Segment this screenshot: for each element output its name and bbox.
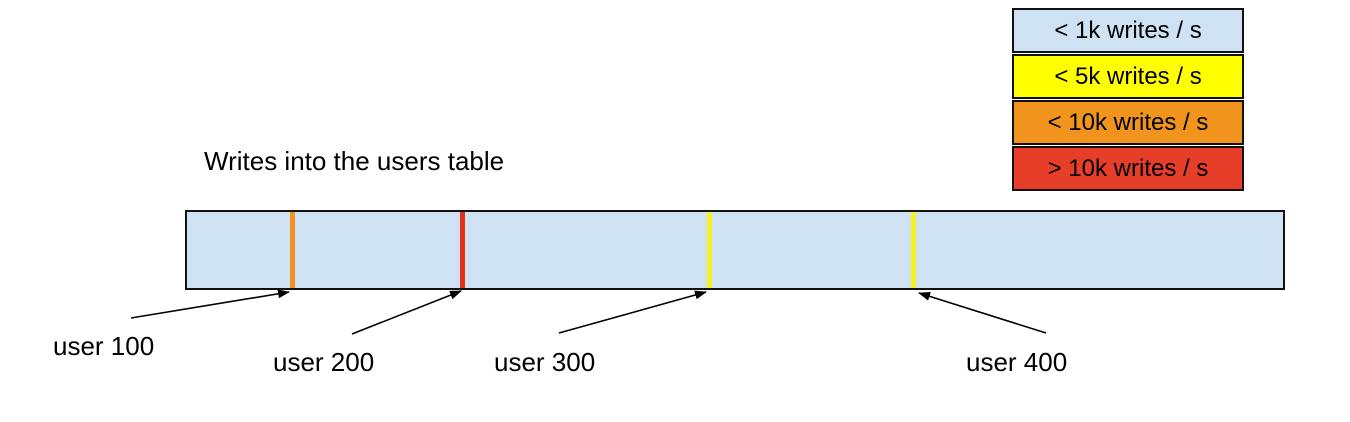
user-100-label: user 100: [53, 331, 155, 361]
legend: < 1k writes / s < 5k writes / s < 10k wr…: [1012, 8, 1244, 192]
write-marker-user-200: [460, 212, 465, 288]
arrow-user-400: [918, 292, 1047, 334]
legend-item-lt-10k: < 10k writes / s: [1012, 100, 1244, 145]
legend-item-lt-5k: < 5k writes / s: [1012, 54, 1244, 99]
write-marker-user-400: [911, 212, 916, 288]
legend-item-gt-10k: > 10k writes / s: [1012, 146, 1244, 191]
legend-item-lt-1k: < 1k writes / s: [1012, 8, 1244, 53]
users-table-bar: [185, 210, 1285, 290]
legend-label-gt-10k: > 10k writes / s: [1047, 154, 1209, 182]
legend-label-lt-10k: < 10k writes / s: [1047, 108, 1209, 136]
user-200-label: user 200: [273, 347, 375, 377]
arrow-user-100: [130, 289, 290, 319]
user-400-label: user 400: [966, 347, 1068, 377]
user-300-label: user 300: [494, 347, 596, 377]
arrow-user-200: [351, 290, 462, 335]
write-marker-user-300: [707, 212, 712, 288]
diagram-title: Writes into the users table: [204, 146, 505, 176]
arrow-user-300: [558, 290, 707, 334]
legend-label-lt-5k: < 5k writes / s: [1054, 62, 1202, 90]
legend-label-lt-1k: < 1k writes / s: [1054, 16, 1202, 44]
write-marker-user-100: [290, 212, 295, 288]
